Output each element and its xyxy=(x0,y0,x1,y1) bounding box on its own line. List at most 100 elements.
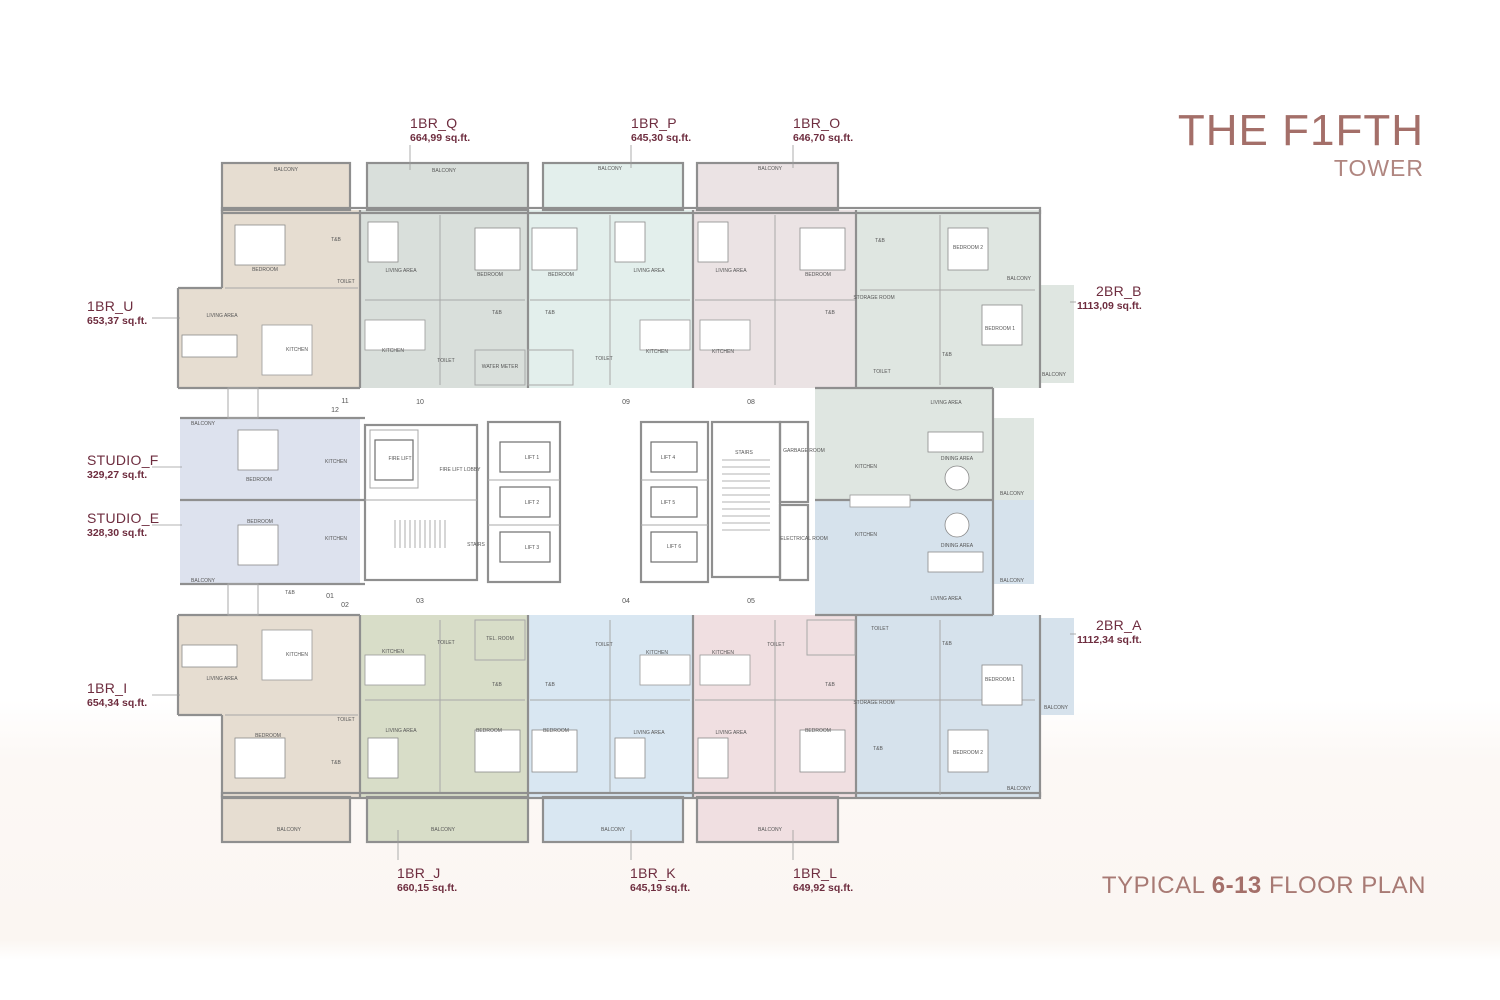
unit-label-1BR_L[interactable]: 1BR_L 649,92 sq.ft. xyxy=(793,866,853,896)
unit-label-1BR_J[interactable]: 1BR_J 660,15 sq.ft. xyxy=(397,866,457,896)
unit-name: 1BR_O xyxy=(793,115,841,131)
door-number-12: 12 xyxy=(331,407,339,414)
unit-area: 654,34 sq.ft. xyxy=(87,697,148,709)
room-living: LIVING AREA xyxy=(206,676,238,682)
unit-name: 1BR_U xyxy=(87,298,134,314)
furniture-beds xyxy=(234,224,1023,779)
unit-label-1BR_O[interactable]: 1BR_O 646,70 sq.ft. xyxy=(793,116,853,146)
room-toilet: TOILET xyxy=(767,642,784,648)
room-tb: T&B xyxy=(825,682,835,688)
unit-area: 664,99 sq.ft. xyxy=(410,132,471,144)
room-balcony: BALCONY xyxy=(758,827,783,833)
room-kitchen: KITCHEN xyxy=(712,650,734,656)
room-toilet: TOILET xyxy=(437,358,454,364)
room-water-meter: WATER METER xyxy=(482,364,519,370)
unit-area: 645,19 sq.ft. xyxy=(630,882,691,894)
room-bedroom: BEDROOM xyxy=(548,272,574,278)
room-living: LIVING AREA xyxy=(206,313,238,319)
brand-block: THE F1FTH TOWER xyxy=(1178,108,1424,182)
floor-title-range: 6-13 xyxy=(1211,872,1262,899)
balcony-1BR_U xyxy=(222,163,350,210)
unit-area: 660,15 sq.ft. xyxy=(397,882,458,894)
balcony-2BR_A-lower xyxy=(993,500,1034,584)
balcony-2BR_B-right xyxy=(1040,285,1074,383)
room-dining: DINING AREA xyxy=(941,543,974,549)
unit-area: 328,30 sq.ft. xyxy=(87,527,148,539)
room-tb: T&B xyxy=(942,352,952,358)
room-kitchen: KITCHEN xyxy=(382,348,404,354)
door-number-04: 04 xyxy=(622,598,630,605)
room-toilet: TOILET xyxy=(337,279,354,285)
room-lift-1: LIFT 1 xyxy=(525,455,540,461)
dining-tables xyxy=(944,465,970,538)
balcony-1BR_L xyxy=(697,797,838,842)
unit-label-STUDIO_F[interactable]: STUDIO_F 329,27 sq.ft. xyxy=(87,453,159,483)
unit-label-1BR_U[interactable]: 1BR_U 653,37 sq.ft. xyxy=(87,299,147,329)
door-number-03: 03 xyxy=(416,598,424,605)
floor-title-suffix: FLOOR PLAN xyxy=(1261,872,1426,899)
room-balcony: BALCONY xyxy=(432,168,457,174)
room-tb: T&B xyxy=(492,310,502,316)
room-balcony: BALCONY xyxy=(1042,372,1067,378)
unit-label-1BR_P[interactable]: 1BR_P 645,30 sq.ft. xyxy=(631,116,691,146)
unit-label-STUDIO_E[interactable]: STUDIO_E 328,30 sq.ft. xyxy=(87,511,159,541)
unit-name: 2BR_B xyxy=(1095,283,1142,299)
unit-name: 1BR_L xyxy=(793,865,838,881)
room-bedroom: BEDROOM xyxy=(255,733,281,739)
door-number-09: 09 xyxy=(622,399,630,406)
room-balcony: BALCONY xyxy=(1044,705,1069,711)
room-stairs: STAIRS xyxy=(735,450,753,456)
room-dining: DINING AREA xyxy=(941,456,974,462)
room-bedroom-2: BEDROOM 2 xyxy=(953,245,983,251)
room-tb: T&B xyxy=(285,590,295,596)
room-labels: BALCONY BALCONY BALCONY BALCONY BALCONY … xyxy=(191,166,1069,833)
room-tb: T&B xyxy=(875,238,885,244)
room-balcony: BALCONY xyxy=(1000,491,1025,497)
door-number-10: 10 xyxy=(416,399,424,406)
room-bedroom-2: BEDROOM 2 xyxy=(953,750,983,756)
label-leader-lines xyxy=(152,145,1076,860)
unit-name: 1BR_Q xyxy=(410,115,458,131)
room-storage: STORAGE ROOM xyxy=(853,295,894,301)
room-stairs: STAIRS xyxy=(467,542,485,548)
room-tb: T&B xyxy=(331,760,341,766)
room-balcony: BALCONY xyxy=(274,167,299,173)
furniture-sofas xyxy=(181,221,984,779)
room-kitchen: KITCHEN xyxy=(646,650,668,656)
room-kitchen: KITCHEN xyxy=(646,349,668,355)
unit-label-2BR_A[interactable]: 2BR_A 1112,34 sq.ft. xyxy=(1077,618,1142,648)
unit-label-1BR_Q[interactable]: 1BR_Q 664,99 sq.ft. xyxy=(410,116,470,146)
unit-label-1BR_I[interactable]: 1BR_I 654,34 sq.ft. xyxy=(87,681,147,711)
room-toilet: TOILET xyxy=(437,640,454,646)
door-number-08: 08 xyxy=(747,399,755,406)
unit-area: 653,37 sq.ft. xyxy=(87,315,148,327)
room-storage: STORAGE ROOM xyxy=(853,700,894,706)
balcony-1BR_J xyxy=(367,797,528,842)
room-balcony: BALCONY xyxy=(277,827,302,833)
unit-area: 646,70 sq.ft. xyxy=(793,132,854,144)
room-balcony: BALCONY xyxy=(191,578,216,584)
room-living: LIVING AREA xyxy=(633,730,665,736)
room-bedroom: BEDROOM xyxy=(476,728,502,734)
room-tb: T&B xyxy=(873,746,883,752)
room-living: LIVING AREA xyxy=(385,728,417,734)
door-number-11: 11 xyxy=(341,398,348,405)
room-kitchen: KITCHEN xyxy=(286,652,308,658)
stairs-left xyxy=(394,520,446,548)
unit-label-2BR_B[interactable]: 2BR_B 1113,09 sq.ft. xyxy=(1077,284,1142,314)
unit-area: 1112,34 sq.ft. xyxy=(1077,634,1142,646)
room-toilet: TOILET xyxy=(337,717,354,723)
room-lift-4: LIFT 4 xyxy=(661,455,676,461)
room-bedroom: BEDROOM xyxy=(246,477,272,483)
room-lift-5: LIFT 5 xyxy=(661,500,676,506)
door-number-02: 02 xyxy=(341,602,349,609)
walls xyxy=(176,161,1042,844)
floor-title-prefix: TYPICAL xyxy=(1101,872,1212,899)
room-balcony: BALCONY xyxy=(431,827,456,833)
room-balcony: BALCONY xyxy=(601,827,626,833)
unit-label-1BR_K[interactable]: 1BR_K 645,19 sq.ft. xyxy=(630,866,690,896)
room-tb: T&B xyxy=(545,310,555,316)
room-balcony: BALCONY xyxy=(758,166,783,172)
door-numbers: 12 11 10 09 08 01 02 03 04 05 xyxy=(326,398,755,609)
room-electrical: ELECTRICAL ROOM xyxy=(780,536,828,542)
